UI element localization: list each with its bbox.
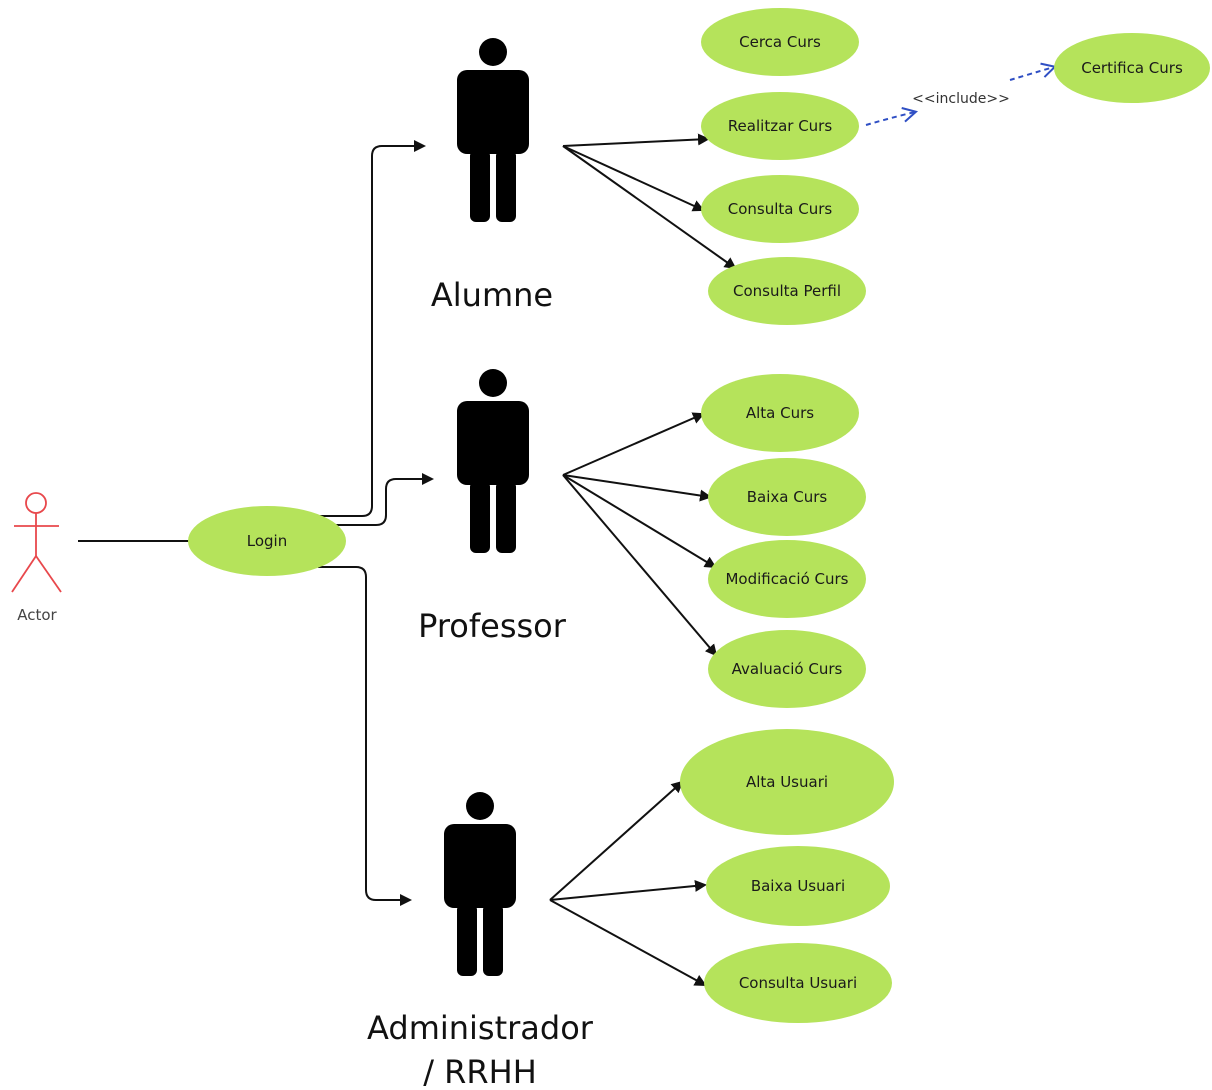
use-case-label: Certifica Curs (1081, 59, 1183, 77)
professor-to-baixa-curs-edge (562, 474, 712, 502)
use-case-certifica-curs[interactable]: Certifica Curs (1054, 33, 1210, 103)
use-case-label: Consulta Perfil (733, 282, 841, 300)
alumne-to-realitzar-curs-edge (562, 133, 710, 147)
professor-to-modificacio-curs-edge (562, 474, 717, 569)
login-to-alumne-edge (318, 140, 426, 517)
use-case-baixa-curs[interactable]: Baixa Curs (708, 458, 866, 536)
use-case-avaluacio-curs[interactable]: Avaluació Curs (708, 630, 866, 708)
admin-role-label-line1: Administrador (367, 1009, 594, 1047)
admin-to-consulta-usuari-edge (549, 899, 707, 986)
login-use-case[interactable]: Login (188, 506, 346, 576)
use-case-label: Alta Curs (746, 404, 814, 422)
alumne-person-icon (457, 38, 529, 222)
use-case-baixa-usuari[interactable]: Baixa Usuari (706, 846, 890, 926)
professor-to-avaluacio-curs-edge (562, 474, 718, 657)
use-case-label: Realitzar Curs (728, 117, 833, 135)
login-to-admin-edge (318, 566, 412, 906)
use-case-label: Alta Usuari (746, 773, 828, 791)
alumne-to-consulta-perfil-edge (562, 145, 737, 270)
login-to-professor-edge (325, 473, 434, 526)
admin-to-alta-usuari-edge (549, 780, 684, 901)
use-case-consulta-usuari[interactable]: Consulta Usuari (704, 943, 892, 1023)
include-label: <<include>> (912, 91, 1010, 107)
professor-person-icon (457, 369, 529, 553)
include-dependency-arrow-head-segment (1009, 67, 1054, 81)
stick-figure-actor-icon (11, 492, 62, 593)
admin-person-icon (444, 792, 516, 976)
login-label: Login (247, 532, 287, 550)
use-case-label: Modificació Curs (725, 570, 848, 588)
alumne-to-consulta-curs-edge (562, 145, 705, 212)
use-case-label: Avaluació Curs (732, 660, 843, 678)
use-case-label: Cerca Curs (739, 33, 821, 51)
use-case-label: Baixa Usuari (751, 877, 845, 895)
use-case-cerca-curs[interactable]: Cerca Curs (701, 8, 859, 76)
use-case-label: Baixa Curs (747, 488, 828, 506)
use-case-label: Consulta Usuari (739, 974, 857, 992)
admin-role-label-line2: / RRHH (423, 1053, 537, 1090)
use-case-modificacio-curs[interactable]: Modificació Curs (708, 540, 866, 618)
use-case-consulta-curs[interactable]: Consulta Curs (701, 175, 859, 243)
include-dependency-arrow (865, 112, 915, 126)
use-case-label: Consulta Curs (728, 200, 833, 218)
admin-to-baixa-usuari-edge (549, 879, 707, 901)
alumne-role-label: Alumne (431, 276, 553, 314)
actor-label: Actor (17, 606, 57, 624)
professor-role-label: Professor (418, 607, 567, 645)
use-case-alta-curs[interactable]: Alta Curs (701, 374, 859, 452)
use-case-alta-usuari[interactable]: Alta Usuari (680, 729, 894, 835)
professor-to-alta-curs-edge (562, 412, 705, 476)
use-case-consulta-perfil[interactable]: Consulta Perfil (708, 257, 866, 325)
use-case-realitzar-curs[interactable]: Realitzar Curs (701, 92, 859, 160)
